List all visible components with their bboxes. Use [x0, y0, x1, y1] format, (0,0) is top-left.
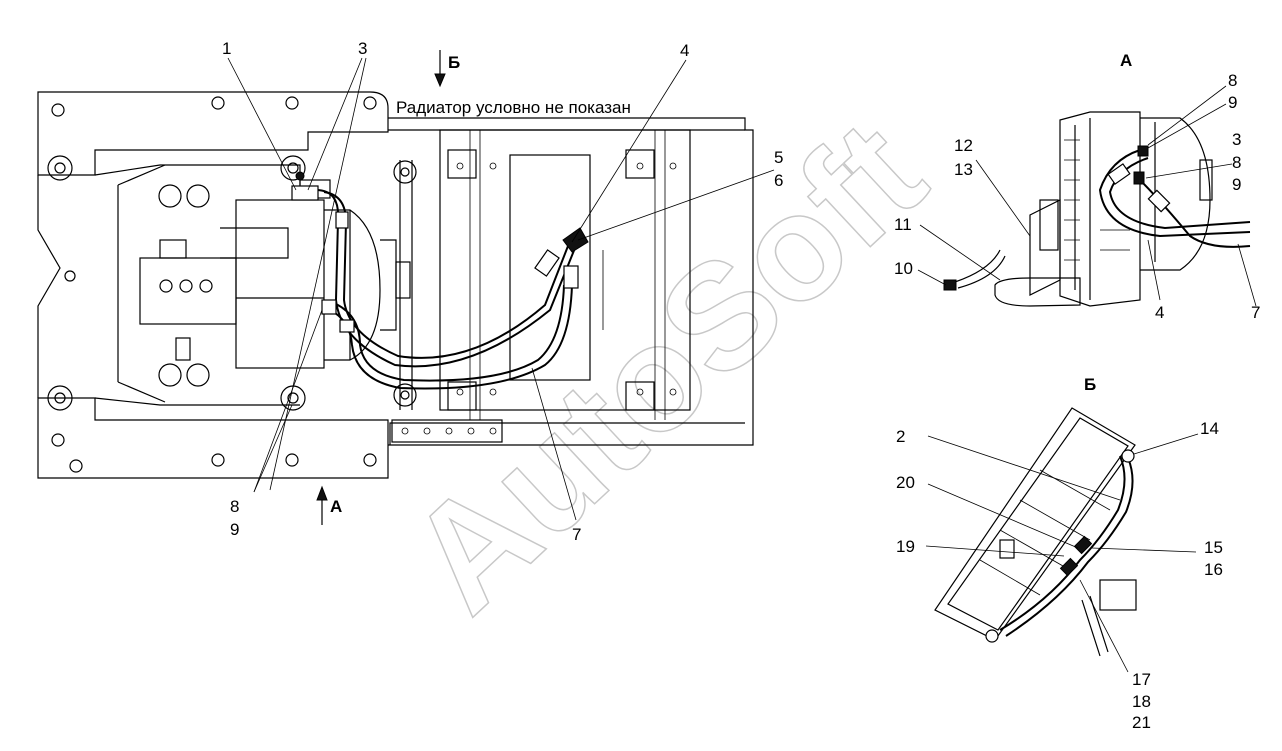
callout-a-12: 12 [954, 136, 973, 155]
callout-a-8b: 8 [1232, 153, 1241, 172]
callout-a-10: 10 [894, 259, 913, 278]
callout-6: 6 [774, 171, 783, 190]
callout-b-20: 20 [896, 473, 915, 492]
callout-b-17: 17 [1132, 670, 1151, 689]
leader-lines-main [227, 57, 775, 521]
main-view: Б А Радиатор условно не показан 1 3 4 5 … [37, 39, 783, 544]
callout-b-16: 16 [1204, 560, 1223, 579]
radiator-frame [388, 117, 754, 446]
view-a-hoses [943, 145, 1251, 291]
view-b-title: Б [1084, 375, 1096, 394]
callout-3: 3 [358, 39, 367, 58]
leader-lines-view-b [925, 433, 1199, 673]
watermark: AutoSoft [377, 89, 955, 644]
callout-a-13: 13 [954, 160, 973, 179]
callout-a-8: 8 [1228, 71, 1237, 90]
view-b-radiator [934, 407, 1137, 657]
callout-b-21: 21 [1132, 713, 1151, 732]
callout-b-14: 14 [1200, 419, 1219, 438]
callout-a-7: 7 [1251, 303, 1260, 322]
view-b: Б 14 2 20 1 [896, 375, 1223, 732]
engine-block [139, 179, 411, 369]
view-b-hose [985, 449, 1135, 643]
callout-7: 7 [572, 525, 581, 544]
callout-a-11: 11 [894, 215, 912, 234]
callouts-view-b: 14 2 20 19 15 16 17 18 21 [896, 419, 1223, 732]
radiator-note: Радиатор условно не показан [396, 98, 631, 117]
callout-a-9b: 9 [1232, 175, 1241, 194]
view-a-engine [994, 111, 1213, 307]
view-arrow-a-label: А [330, 497, 342, 516]
hoses [315, 189, 576, 390]
callouts-main: 1 3 4 5 6 7 8 9 [222, 39, 783, 544]
view-a: А [894, 51, 1260, 322]
callout-4: 4 [680, 41, 689, 60]
callouts-view-a: 8 9 3 8 9 12 13 11 10 4 7 [894, 71, 1260, 322]
callout-a-4: 4 [1155, 303, 1164, 322]
callout-b-2: 2 [896, 427, 905, 446]
callout-8: 8 [230, 497, 239, 516]
callout-1: 1 [222, 39, 231, 58]
callout-b-18: 18 [1132, 692, 1151, 711]
view-a-title: А [1120, 51, 1132, 70]
view-arrow-b-label: Б [448, 53, 460, 72]
frame-plate [37, 91, 389, 479]
callout-a-3: 3 [1232, 130, 1241, 149]
rollers [47, 155, 417, 411]
view-arrow-a: А [316, 485, 342, 525]
fittings [291, 171, 589, 333]
callout-5: 5 [774, 148, 783, 167]
leader-lines-view-a [917, 85, 1257, 307]
callout-a-9: 9 [1228, 93, 1237, 112]
callout-9: 9 [230, 520, 239, 539]
callout-b-15: 15 [1204, 538, 1223, 557]
view-arrow-b: Б [434, 50, 460, 88]
callout-b-19: 19 [896, 537, 915, 556]
